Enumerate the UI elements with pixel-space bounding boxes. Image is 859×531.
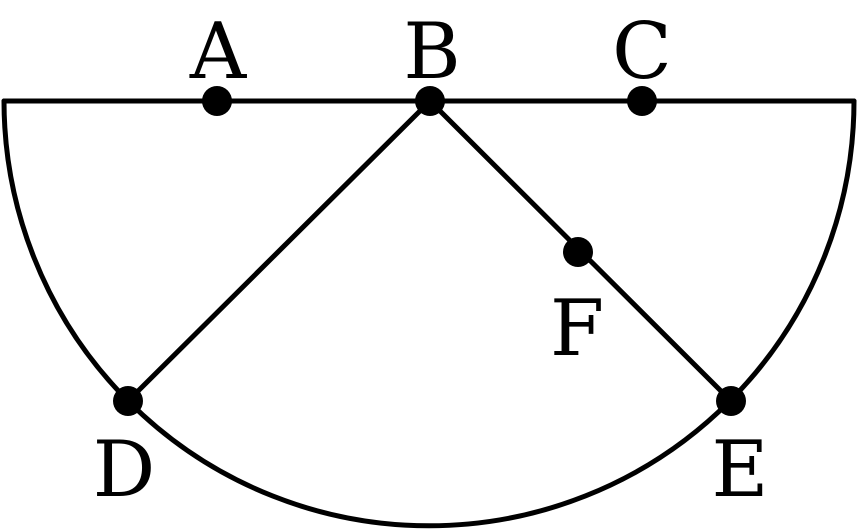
point-d — [113, 386, 143, 416]
label-e: E — [712, 425, 769, 515]
point-a — [202, 86, 232, 116]
point-f — [563, 237, 593, 267]
label-a: A — [189, 7, 248, 97]
label-f: F — [550, 284, 604, 374]
segment-bd — [125, 98, 433, 404]
label-b: B — [403, 7, 460, 97]
semicircle-arc — [1, 98, 857, 529]
point-e — [716, 386, 746, 416]
point-b — [415, 86, 445, 116]
label-d: D — [93, 425, 156, 515]
point-c — [627, 86, 657, 116]
label-c: C — [612, 7, 672, 97]
